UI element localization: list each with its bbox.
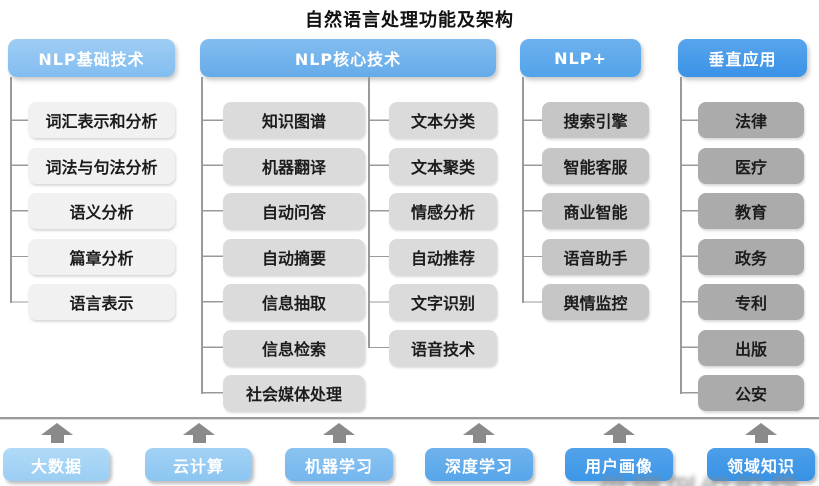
node-voice-assistant: 语音助手 [542,238,649,275]
column-nlp-core-left: 知识图谱 机器翻译 自动问答 自动摘要 信息抽取 信息检索 社会媒体处理 [223,102,365,411]
foundation-deep-learning: 深度学习 [425,448,533,481]
column-nlp-core-right: 文本分类 文本聚类 情感分析 自动推荐 文字识别 语音技术 [389,102,497,366]
node-search-engine: 搜索引擎 [542,102,649,138]
node-speech-technology: 语音技术 [389,329,497,366]
connector-stubs-vertical-apps [680,102,698,420]
foundation-user-profiling: 用户画像 [565,448,673,481]
up-arrow-icon [603,423,635,443]
node-government: 政务 [698,238,804,275]
node-machine-translation: 机器翻译 [223,147,365,184]
up-arrow-icon [323,423,355,443]
node-opinion-monitoring: 舆情监控 [542,284,649,320]
node-knowledge-graph: 知识图谱 [223,102,365,138]
column-vertical-apps: 法律 医疗 教育 政务 专利 出版 公安 [698,102,804,411]
node-public-security: 公安 [698,375,804,411]
node-information-extraction: 信息抽取 [223,284,365,320]
foundation-big-data: 大数据 [3,448,110,481]
up-arrow-icon [745,423,777,443]
foundation-cloud-computing: 云计算 [145,448,252,481]
foundation-domain-knowledge: 领域知识 [707,448,815,481]
node-business-intelligence: 商业智能 [542,193,649,229]
node-auto-recommendation: 自动推荐 [389,238,497,275]
diagram-title: 自然语言处理功能及架构 [305,10,514,31]
up-arrow-icon [41,423,73,443]
node-language-representation: 语言表示 [28,284,175,320]
node-ocr: 文字识别 [389,284,497,320]
node-social-media-processing: 社会媒体处理 [223,375,365,411]
divider-line [0,417,819,420]
connector-stubs-core-right [368,102,389,375]
node-information-retrieval: 信息检索 [223,329,365,366]
node-medical: 医疗 [698,147,804,184]
watermark: 供销例织织贷 [598,467,819,486]
foundation-machine-learning: 机器学习 [285,448,393,481]
node-lexical-representation: 词汇表示和分析 [28,102,175,138]
column-nlp-basic: 词汇表示和分析 词法与句法分析 语义分析 篇章分析 语言表示 [28,102,175,320]
column-header-nlp-core: NLP核心技术 [200,39,496,77]
node-patent: 专利 [698,284,804,320]
connector-stubs-basic [10,102,28,329]
node-text-classification: 文本分类 [389,102,497,138]
column-header-vertical-apps: 垂直应用 [678,39,807,77]
node-morph-syntax-analysis: 词法与句法分析 [28,147,175,184]
column-header-nlp-basic: NLP基础技术 [8,39,175,77]
node-auto-summarization: 自动摘要 [223,238,365,275]
node-publishing: 出版 [698,329,804,366]
node-legal: 法律 [698,102,804,138]
connector-stubs-core-left [201,102,223,420]
node-education: 教育 [698,193,804,229]
node-sentiment-analysis: 情感分析 [389,193,497,229]
column-header-nlp-plus: NLP+ [520,39,641,77]
node-text-clustering: 文本聚类 [389,147,497,184]
up-arrow-icon [183,423,215,443]
node-intelligent-customer-service: 智能客服 [542,147,649,184]
up-arrow-icon [463,423,495,443]
column-nlp-plus: 搜索引擎 智能客服 商业智能 语音助手 舆情监控 [542,102,649,320]
node-semantic-analysis: 语义分析 [28,193,175,229]
node-discourse-analysis: 篇章分析 [28,238,175,275]
connector-stubs-nlp-plus [522,102,542,329]
node-question-answering: 自动问答 [223,193,365,229]
